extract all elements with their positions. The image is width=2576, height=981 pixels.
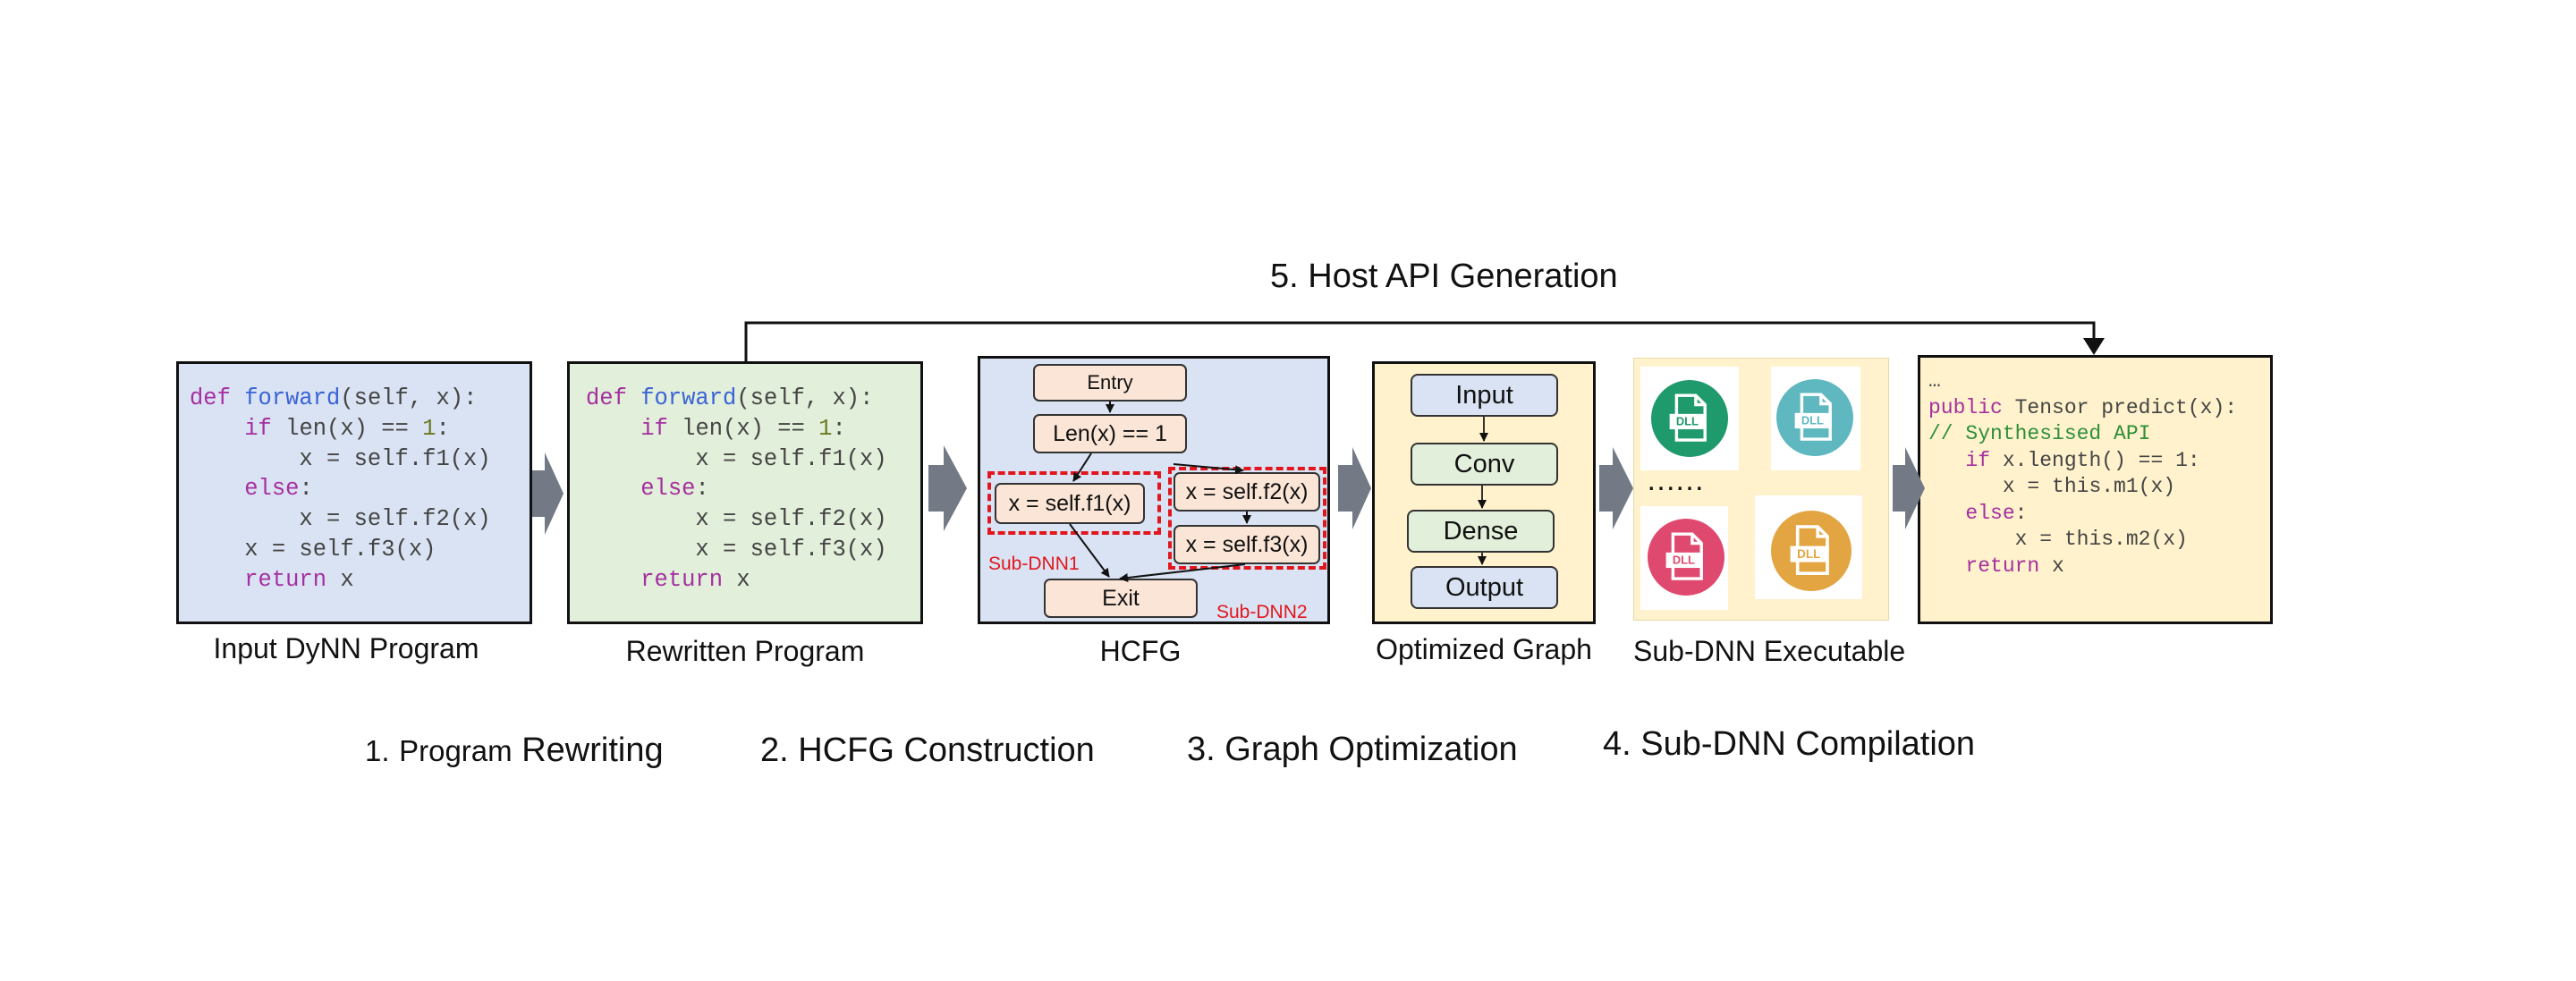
code-line: return x (640, 566, 750, 593)
dll-icon-label: DLL (1673, 554, 1695, 567)
code-line: x = self.f1(x) (695, 445, 887, 472)
code-line: def forward(self, x): (586, 385, 874, 411)
code-line: x = this.m2(x) (2014, 528, 2188, 551)
code-line: x = self.f3(x) (244, 536, 436, 562)
sub-dnn2-label: Sub-DNN2 (1216, 602, 1308, 622)
rewritten-program-panel: def forward(self, x): if len(x) == 1: x … (567, 361, 923, 624)
dll-icon-label: DLL (1801, 414, 1824, 427)
code-line: else: (1965, 501, 2028, 525)
more-executables-ellipsis: …… (1646, 463, 1705, 497)
input-program-code: def forward(self, x): if len(x) == 1: x … (190, 384, 491, 596)
rewritten-program-code: def forward(self, x): if len(x) == 1: x … (586, 384, 887, 596)
input-program-caption: Input DyNN Program (213, 632, 479, 664)
synthesised-api-panel: …public Tensor predict(x): // Synthesised… (1918, 355, 2273, 624)
dll-file-icon: DLL (1771, 511, 1852, 591)
dll-icon-label: DLL (1797, 547, 1820, 561)
code-line: // Synthesised API (1928, 422, 2151, 445)
hcfg-f1-node: x = self.f1(x) (995, 483, 1145, 524)
dll-file-icon: DLL (1776, 379, 1853, 456)
step-2-caption: 2. HCFG Construction (760, 732, 1095, 769)
graph-output-node: Output (1411, 566, 1558, 609)
optimized-graph-caption: Optimized Graph (1376, 633, 1592, 665)
hcfg-condition-node: Len(x) == 1 (1033, 414, 1187, 453)
graph-input-node: Input (1411, 374, 1558, 417)
dll-file-icon: DLL (1651, 380, 1728, 457)
code-line: return x (244, 566, 354, 593)
input-program-panel: def forward(self, x): if len(x) == 1: x … (176, 361, 532, 624)
code-line: x = this.m1(x) (2002, 475, 2176, 498)
code-line: def forward(self, x): (190, 385, 478, 411)
code-line: if len(x) == 1: (244, 415, 450, 442)
code-line: else: (640, 476, 709, 503)
code-line: return x (1965, 554, 2064, 578)
hcfg-f2-node: x = self.f2(x) (1174, 472, 1320, 512)
code-line: x = self.f1(x) (299, 445, 491, 472)
code-line: x = self.f2(x) (299, 506, 491, 533)
step-3-caption: 3. Graph Optimization (1187, 731, 1518, 768)
dll-icon-label: DLL (1676, 415, 1699, 428)
graph-dense-node: Dense (1407, 510, 1555, 553)
code-line: if len(x) == 1: (640, 415, 846, 442)
synthesised-api-code: …public Tensor predict(x): // Synthesised… (1928, 368, 2237, 579)
step-4-caption: 4. Sub-DNN Compilation (1603, 725, 1976, 763)
code-line: public Tensor predict(x): (1928, 395, 2238, 419)
code-line: x = self.f2(x) (695, 506, 887, 533)
hcfg-entry-node: Entry (1033, 364, 1187, 402)
executable-caption: Sub-DNN Executable (1633, 635, 1906, 667)
sub-dnn2-boundary (1168, 467, 1326, 570)
hcfg-edges (1069, 402, 1251, 582)
sub-dnn1-label: Sub-DNN1 (988, 554, 1080, 574)
dll-file-icon: DLL (1648, 519, 1724, 596)
hcfg-caption: HCFG (1099, 635, 1182, 667)
rewritten-program-caption: Rewritten Program (625, 635, 865, 667)
code-line: if x.length() == 1: (1965, 448, 2200, 472)
code-line: else: (244, 476, 313, 503)
host-api-generation-title: 5. Host API Generation (1270, 258, 1618, 295)
code-line: … (1928, 369, 1941, 393)
hcfg-f3-node: x = self.f3(x) (1174, 525, 1320, 564)
stage-arrows (532, 445, 1925, 535)
step-1-caption: 1. Program Rewriting (365, 732, 664, 769)
graph-edges (1478, 417, 1488, 565)
hcfg-exit-node: Exit (1044, 579, 1198, 618)
graph-conv-node: Conv (1411, 443, 1558, 486)
code-line: x = self.f3(x) (695, 536, 887, 562)
host-api-connector (744, 321, 2105, 361)
